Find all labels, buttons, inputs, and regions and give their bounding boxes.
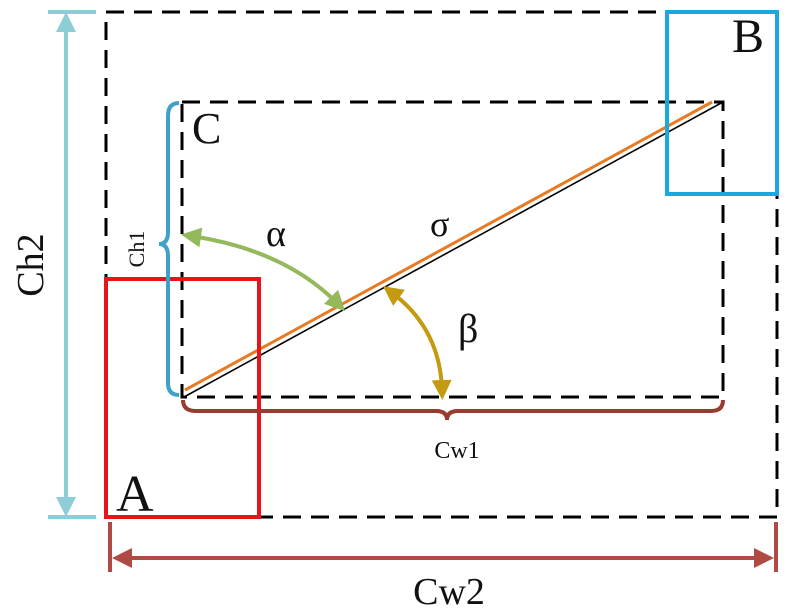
cw1-label: Cw1 <box>434 438 479 464</box>
beta-arc <box>382 286 452 400</box>
cw2-label: Cw2 <box>413 571 485 612</box>
ch1-brace <box>158 101 180 397</box>
box-b <box>665 10 779 196</box>
sigma-label: σ <box>430 204 449 244</box>
alpha-arc <box>181 227 346 312</box>
box-a-label: A <box>116 466 154 523</box>
ch1-label: Ch1 <box>124 231 149 268</box>
box-b-label: B <box>732 10 764 63</box>
cw1-brace <box>181 399 725 421</box>
alpha-label: α <box>266 213 286 255</box>
ch2-label: Ch2 <box>10 233 52 296</box>
center-diagonal-line <box>183 101 724 398</box>
box-c-label: C <box>192 104 221 153</box>
sigma-diagonal-line <box>184 100 713 392</box>
beta-label: β <box>458 306 478 351</box>
